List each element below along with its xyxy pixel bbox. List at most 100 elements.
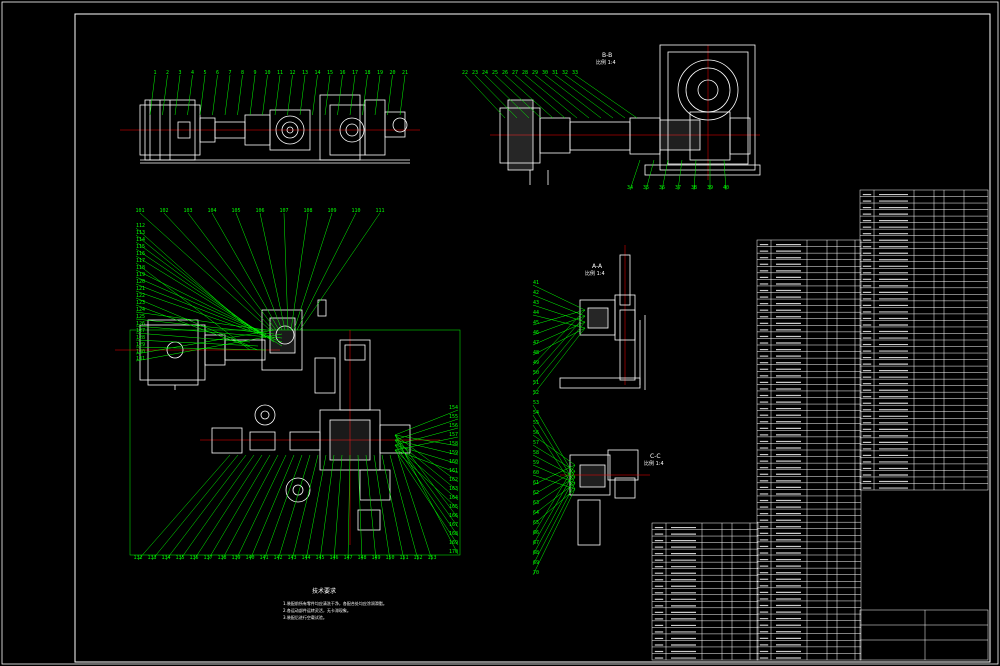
part-number-callout: 41 [533,280,539,286]
leader-line [554,74,614,119]
leader-line [162,74,168,116]
part-number-callout: 110 [351,208,360,214]
part-number-callout: 143 [287,555,296,561]
leader-line [532,309,586,326]
part-number-callout: 158 [449,441,458,447]
leader-line [237,74,243,116]
leader-line [394,434,459,555]
part-number-callout: 1 [153,70,156,76]
leader-line [291,454,319,561]
leader-line [187,212,277,331]
leader-line [532,488,576,576]
leader-line [504,74,554,119]
leader-line [135,333,283,362]
leader-line [249,454,295,561]
part-number-callout: 115 [136,244,145,250]
part-number-callout: 124 [136,307,145,313]
part-number-callout: 117 [136,258,145,264]
part-number-callout: 59 [533,460,539,466]
part-number-callout: 21 [402,70,408,76]
part-number-callout: 113 [136,230,145,236]
leader-line [534,74,590,119]
part-number-callout: 52 [533,390,539,396]
part-number-callout: 25 [492,70,498,76]
leader-line [532,304,586,323]
leader-line [532,476,576,506]
part-number-callout: 9 [253,70,256,76]
part-number-callout: 116 [136,251,145,257]
section-a-scale: 比例 1:4 [585,270,605,277]
leader-line [394,434,459,519]
leader-line [221,454,279,561]
leader-line [524,74,578,119]
leader-line [394,444,459,465]
part-number-callout: 107 [279,208,288,214]
leader-line [532,474,576,490]
leader-line [137,454,231,561]
leader-line [135,311,267,331]
part-number-callout: 168 [449,531,458,537]
part-number-callout: 6 [216,70,219,76]
part-number-callout: 151 [399,555,408,561]
leader-line [532,464,576,486]
part-number-callout: 131 [136,356,145,362]
part-number-callout: 152 [413,555,422,561]
leader-line [394,409,459,436]
part-number-callout: 4 [191,70,194,76]
part-number-callout: 61 [533,480,539,486]
section-b-label: B-B [602,52,612,59]
leader-line [312,74,318,116]
part-number-callout: 157 [449,432,458,438]
part-number-callout: 70 [533,570,539,576]
part-number-callout: 40 [723,185,729,191]
part-number-callout: 102 [159,208,168,214]
part-number-callout: 14 [314,70,320,76]
part-number-callout: 106 [255,208,264,214]
notes-line-3: 3.装配后进行空载试验。 [283,614,327,620]
leader-line [262,74,268,116]
part-number-callout: 47 [533,340,539,346]
leader-line [293,212,333,331]
part-number-callout: 67 [533,540,539,546]
part-number-callout: 138 [217,555,226,561]
part-number-callout: 161 [449,468,458,474]
part-number-callout: 36 [659,185,665,191]
leader-line [193,454,263,561]
leader-line [532,314,586,329]
part-number-callout: 119 [136,272,145,278]
part-number-callout: 118 [136,265,145,271]
part-number-callout: 69 [533,560,539,566]
part-number-callout: 114 [136,237,145,243]
leader-line [324,74,331,116]
leader-line [249,74,256,116]
leader-line [319,454,335,561]
part-number-callout: 43 [533,300,539,306]
part-number-callout: 170 [449,549,458,555]
section-a-label: A-A [592,263,603,270]
part-number-callout: 162 [449,477,458,483]
part-number-callout: 23 [472,70,478,76]
leader-line [532,414,576,484]
part-number-callout: 108 [303,208,312,214]
part-number-callout: 130 [136,349,145,355]
leader-line [235,212,283,331]
leader-line [263,454,303,561]
leader-line [532,454,576,478]
part-number-callout: 109 [327,208,336,214]
part-number-callout: 38 [691,185,697,191]
part-number-callout: 156 [449,423,458,429]
part-number-callout: 141 [259,555,268,561]
leader-line [207,454,271,561]
part-number-callout: 159 [449,450,458,456]
part-number-callout: 10 [264,70,270,76]
leader-line [135,283,275,339]
leader-line [187,74,193,116]
part-number-callout: 15 [327,70,333,76]
part-number-callout: 5 [203,70,206,76]
main-plan-view [115,299,461,556]
leader-line [290,212,309,331]
leader-line [532,424,576,490]
leader-line [139,212,271,331]
leader-line [179,454,255,561]
